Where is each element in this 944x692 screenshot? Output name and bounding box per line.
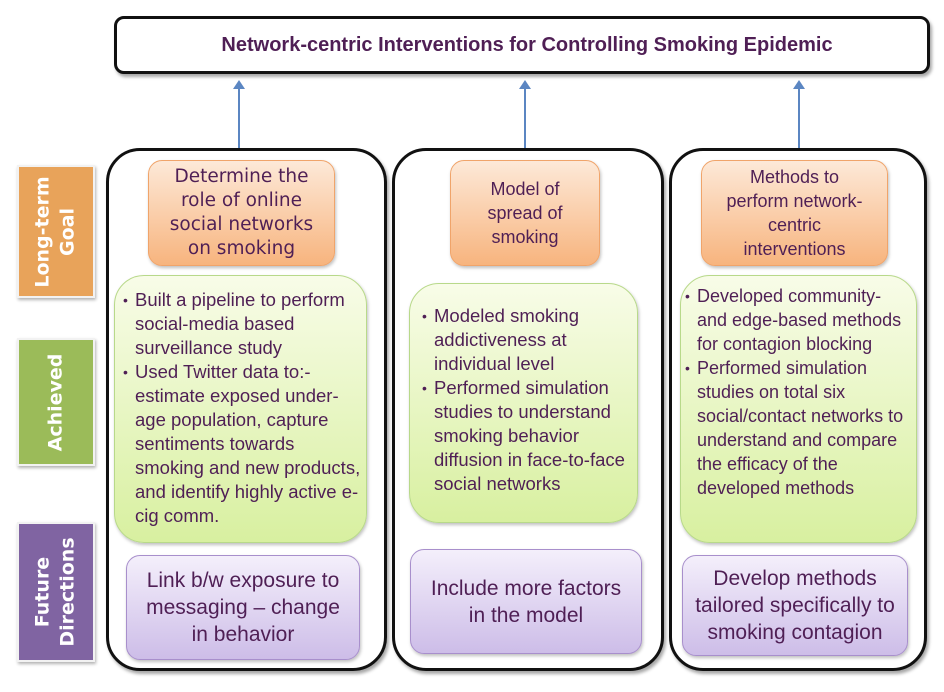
- arrow-up-icon-col-1: [232, 80, 246, 148]
- future-box-3: Develop methods tailored specifically to…: [682, 555, 908, 656]
- achieved-item: Developed community- and edge-based meth…: [685, 284, 916, 356]
- achieved-item: Modeled smoking addictiveness at individ…: [422, 304, 633, 376]
- future-text-3: Develop methods tailored specifically to…: [695, 567, 895, 644]
- goal-text-2: Model of spread of smoking: [487, 179, 563, 247]
- diagram-title: Network-centric Interventions for Contro…: [221, 33, 833, 56]
- future-box-2: Include more factors in the model: [410, 549, 642, 654]
- goal-text-3: Methods to perform network- centric inte…: [726, 167, 863, 259]
- row-label-future-directions: Future Directions: [17, 522, 95, 662]
- row-label-future-directions-text: Future Directions: [32, 537, 80, 647]
- future-box-1: Link b/w exposure to messaging – change …: [126, 555, 360, 660]
- future-text-2: Include more factors in the model: [430, 576, 622, 627]
- goal-box-2: Model of spread of smoking: [450, 160, 600, 266]
- title-box: Network-centric Interventions for Contro…: [114, 16, 930, 74]
- row-label-achieved-text: Achieved: [44, 353, 67, 451]
- row-label-long-term-goal: Long-term Goal: [17, 165, 95, 298]
- row-label-achieved: Achieved: [17, 338, 95, 466]
- achieved-box-2: Modeled smoking addictiveness at individ…: [409, 283, 638, 523]
- arrow-up-icon-col-2: [518, 80, 532, 148]
- achieved-item: Performed simulation studies on total si…: [685, 356, 916, 500]
- achieved-box-3: Developed community- and edge-based meth…: [680, 275, 917, 543]
- goal-box-3: Methods to perform network- centric inte…: [701, 160, 888, 266]
- achieved-item: Performed simulation studies to understa…: [422, 376, 633, 496]
- goal-box-1: Determine the role of online social netw…: [148, 160, 335, 266]
- goal-text-1: Determine the role of online social netw…: [169, 166, 314, 259]
- achieved-item: Built a pipeline to perform social-media…: [123, 288, 362, 360]
- future-text-1: Link b/w exposure to messaging – change …: [146, 569, 340, 646]
- arrow-up-icon-col-3: [792, 80, 806, 148]
- row-label-long-term-goal-text: Long-term Goal: [32, 175, 79, 288]
- achieved-box-1: Built a pipeline to perform social-media…: [114, 275, 367, 543]
- achieved-item: Used Twitter data to:- estimate exposed …: [123, 360, 362, 528]
